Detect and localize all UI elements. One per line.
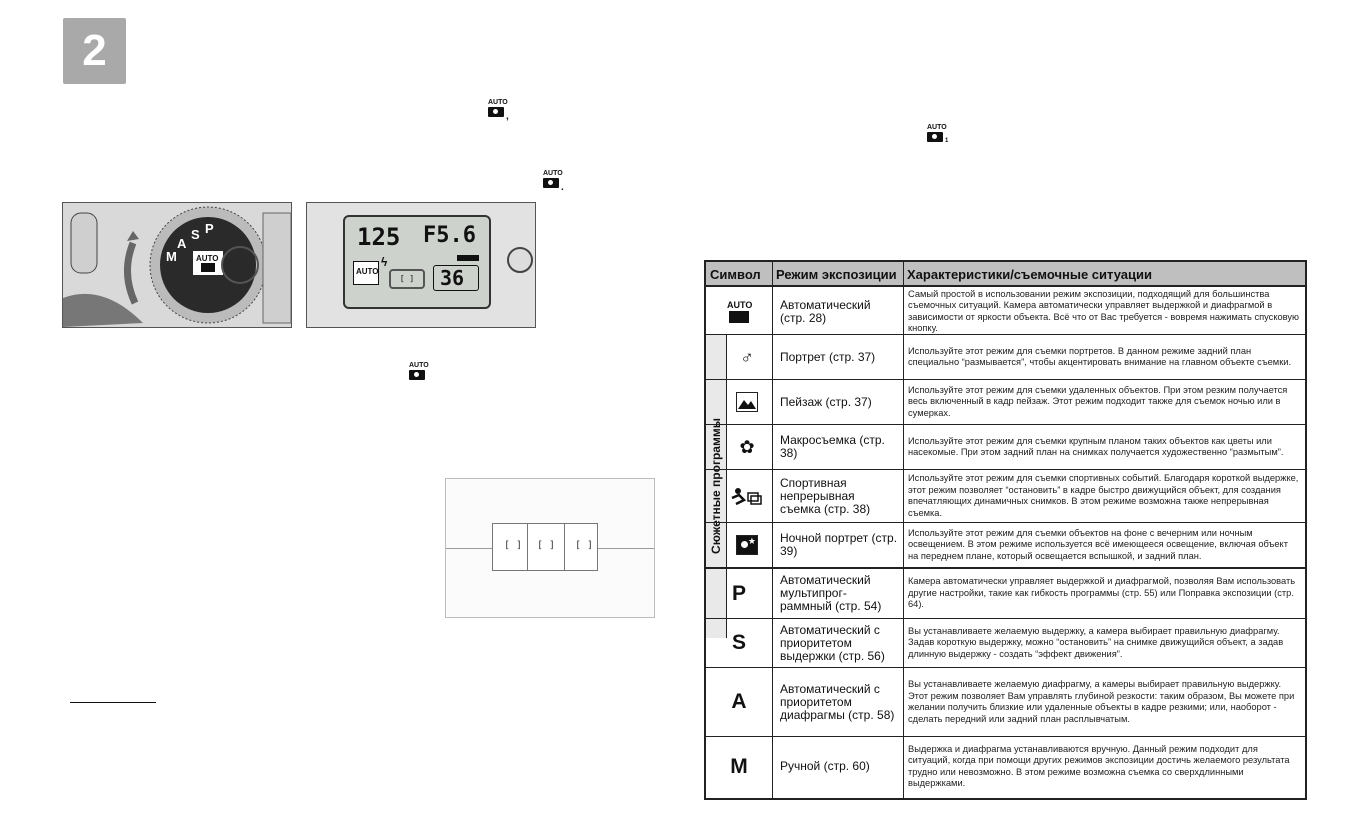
viewfinder-focus-area-illustration: [ ] [ ] [ ] xyxy=(445,478,655,618)
table-row: Спортивная непрерывная съемка (стр. 38) … xyxy=(706,470,1305,523)
focus-area-right: [ ] xyxy=(564,523,598,571)
shutter-priority-symbol: S xyxy=(731,631,746,654)
mode-dial-illustration: S P A M AUTO xyxy=(62,202,292,328)
flash-icon: ϟ xyxy=(381,255,388,269)
step-number-badge: 2 xyxy=(63,18,126,84)
svg-text:P: P xyxy=(205,221,214,236)
battery-icon xyxy=(457,255,479,261)
aperture-priority-symbol: A xyxy=(731,690,747,713)
program-mode-symbol: P xyxy=(731,581,746,605)
mode-description: Вы устанавливаете желаемую выдержку, а к… xyxy=(908,625,1284,659)
manual-mode-symbol: M xyxy=(730,754,748,778)
mode-name: Портрет (стр. 37) xyxy=(780,349,876,364)
lcd-af-area: [ ] xyxy=(389,269,425,289)
viewfinder-line xyxy=(596,548,654,549)
svg-text:S: S xyxy=(191,227,200,242)
mode-dial-drawing: S P A M AUTO xyxy=(63,203,291,327)
lcd-aperture-value: F5.6 xyxy=(423,223,476,248)
lcd-shutter-value: 125 xyxy=(357,223,401,251)
table-row: ✿ Макросъемка (стр. 38) Используйте этот… xyxy=(706,425,1305,470)
auto-mode-icon: AUTO xyxy=(706,289,772,334)
column-divider xyxy=(772,262,773,798)
mode-description: Вы устанавливаете желаемую диафрагму, а … xyxy=(908,679,1295,724)
lcd-frame-count: 36 xyxy=(440,266,465,290)
macro-icon: ✿ xyxy=(739,436,755,457)
mode-description: Используйте этот режим для съемки портре… xyxy=(908,345,1292,368)
focus-area-left: [ ] xyxy=(492,523,528,571)
mode-name: Автоматический (стр. 28) xyxy=(780,297,871,325)
column-divider xyxy=(903,262,904,798)
mode-description: Используйте этот режим для съемки удален… xyxy=(908,384,1288,418)
table-row: ★ Ночной портрет (стр. 39) Используйте э… xyxy=(706,523,1305,569)
table-row: ♂ Портрет (стр. 37) Используйте этот реж… xyxy=(706,335,1305,380)
viewfinder-line xyxy=(446,548,492,549)
svg-text:A: A xyxy=(177,236,187,251)
table-row: S Автоматический с приоритетом выдержки … xyxy=(706,619,1305,668)
lcd-panel: 125 F5.6 AUTO ϟ [ ] 36 xyxy=(343,215,491,309)
table-row: A Автоматический с приоритетом диафрагмы… xyxy=(706,668,1305,737)
exposure-modes-table: Символ Режим экспозиции Характеристики/с… xyxy=(704,260,1307,800)
auto-mode-icon: AUTO, xyxy=(488,99,509,122)
mode-description: Используйте этот режим для съемки крупны… xyxy=(908,435,1284,458)
mode-description: Выдержка и диафрагма устанавливаются вру… xyxy=(908,743,1290,789)
table-row: P Автоматический мультипрог-раммный (стр… xyxy=(706,569,1305,619)
mode-name: Пейзаж (стр. 37) xyxy=(780,394,872,409)
focus-area-center: [ ] xyxy=(527,523,565,571)
table-row: AUTO Автоматический (стр. 28) Самый прос… xyxy=(706,289,1305,335)
lcd-frame-box: 36 xyxy=(433,265,479,291)
table-row: Пейзаж (стр. 37) Используйте этот режим … xyxy=(706,380,1305,425)
mode-name: Спортивная непрерывная съемка (стр. 38) xyxy=(780,475,871,516)
lcd-mode: AUTO xyxy=(356,267,379,276)
night-portrait-icon: ★ xyxy=(727,523,767,567)
lcd-panel-illustration: 125 F5.6 AUTO ϟ [ ] 36 xyxy=(306,202,536,328)
mode-name: Ночной портрет (стр. 39) xyxy=(780,531,898,558)
mode-name: Автоматический мультипрог-раммный (стр. … xyxy=(780,573,882,613)
mode-description: Используйте этот режим для съемки спорти… xyxy=(908,473,1299,518)
lcd-mode-box: AUTO xyxy=(353,261,379,285)
portrait-icon: ♂ xyxy=(740,346,754,367)
column-header-symbol: Символ xyxy=(706,262,772,287)
power-icon xyxy=(507,247,533,273)
svg-text:AUTO: AUTO xyxy=(196,254,219,263)
svg-text:M: M xyxy=(166,249,177,264)
column-header-description: Характеристики/съемочные ситуации xyxy=(903,262,1305,287)
mode-description: Самый простой в использовании режим эксп… xyxy=(908,288,1300,334)
mode-name: Автоматический с приоритетом выдержки (с… xyxy=(780,622,885,663)
auto-mode-icon: AUTO xyxy=(407,362,429,382)
mode-description: Используйте этот режим для съемки объект… xyxy=(908,527,1288,561)
auto-mode-icon: AUTO. xyxy=(543,170,564,193)
mode-description: Камера автоматически управляет выдержкой… xyxy=(908,576,1296,610)
mode-name: Автоматический с приоритетом диафрагмы (… xyxy=(780,681,895,722)
scene-programs-group-label: Сюжетные программы xyxy=(706,334,727,638)
landscape-icon xyxy=(727,380,767,424)
step-number: 2 xyxy=(82,26,107,75)
underline-rule xyxy=(70,702,156,703)
sports-icon xyxy=(727,470,767,522)
column-header-mode: Режим экспозиции xyxy=(772,262,903,287)
mode-name: Макросъемка (стр. 38) xyxy=(780,433,885,460)
table-row: M Ручной (стр. 60) Выдержка и диафрагма … xyxy=(706,737,1305,796)
mode-name: Ручной (стр. 60) xyxy=(780,759,870,773)
